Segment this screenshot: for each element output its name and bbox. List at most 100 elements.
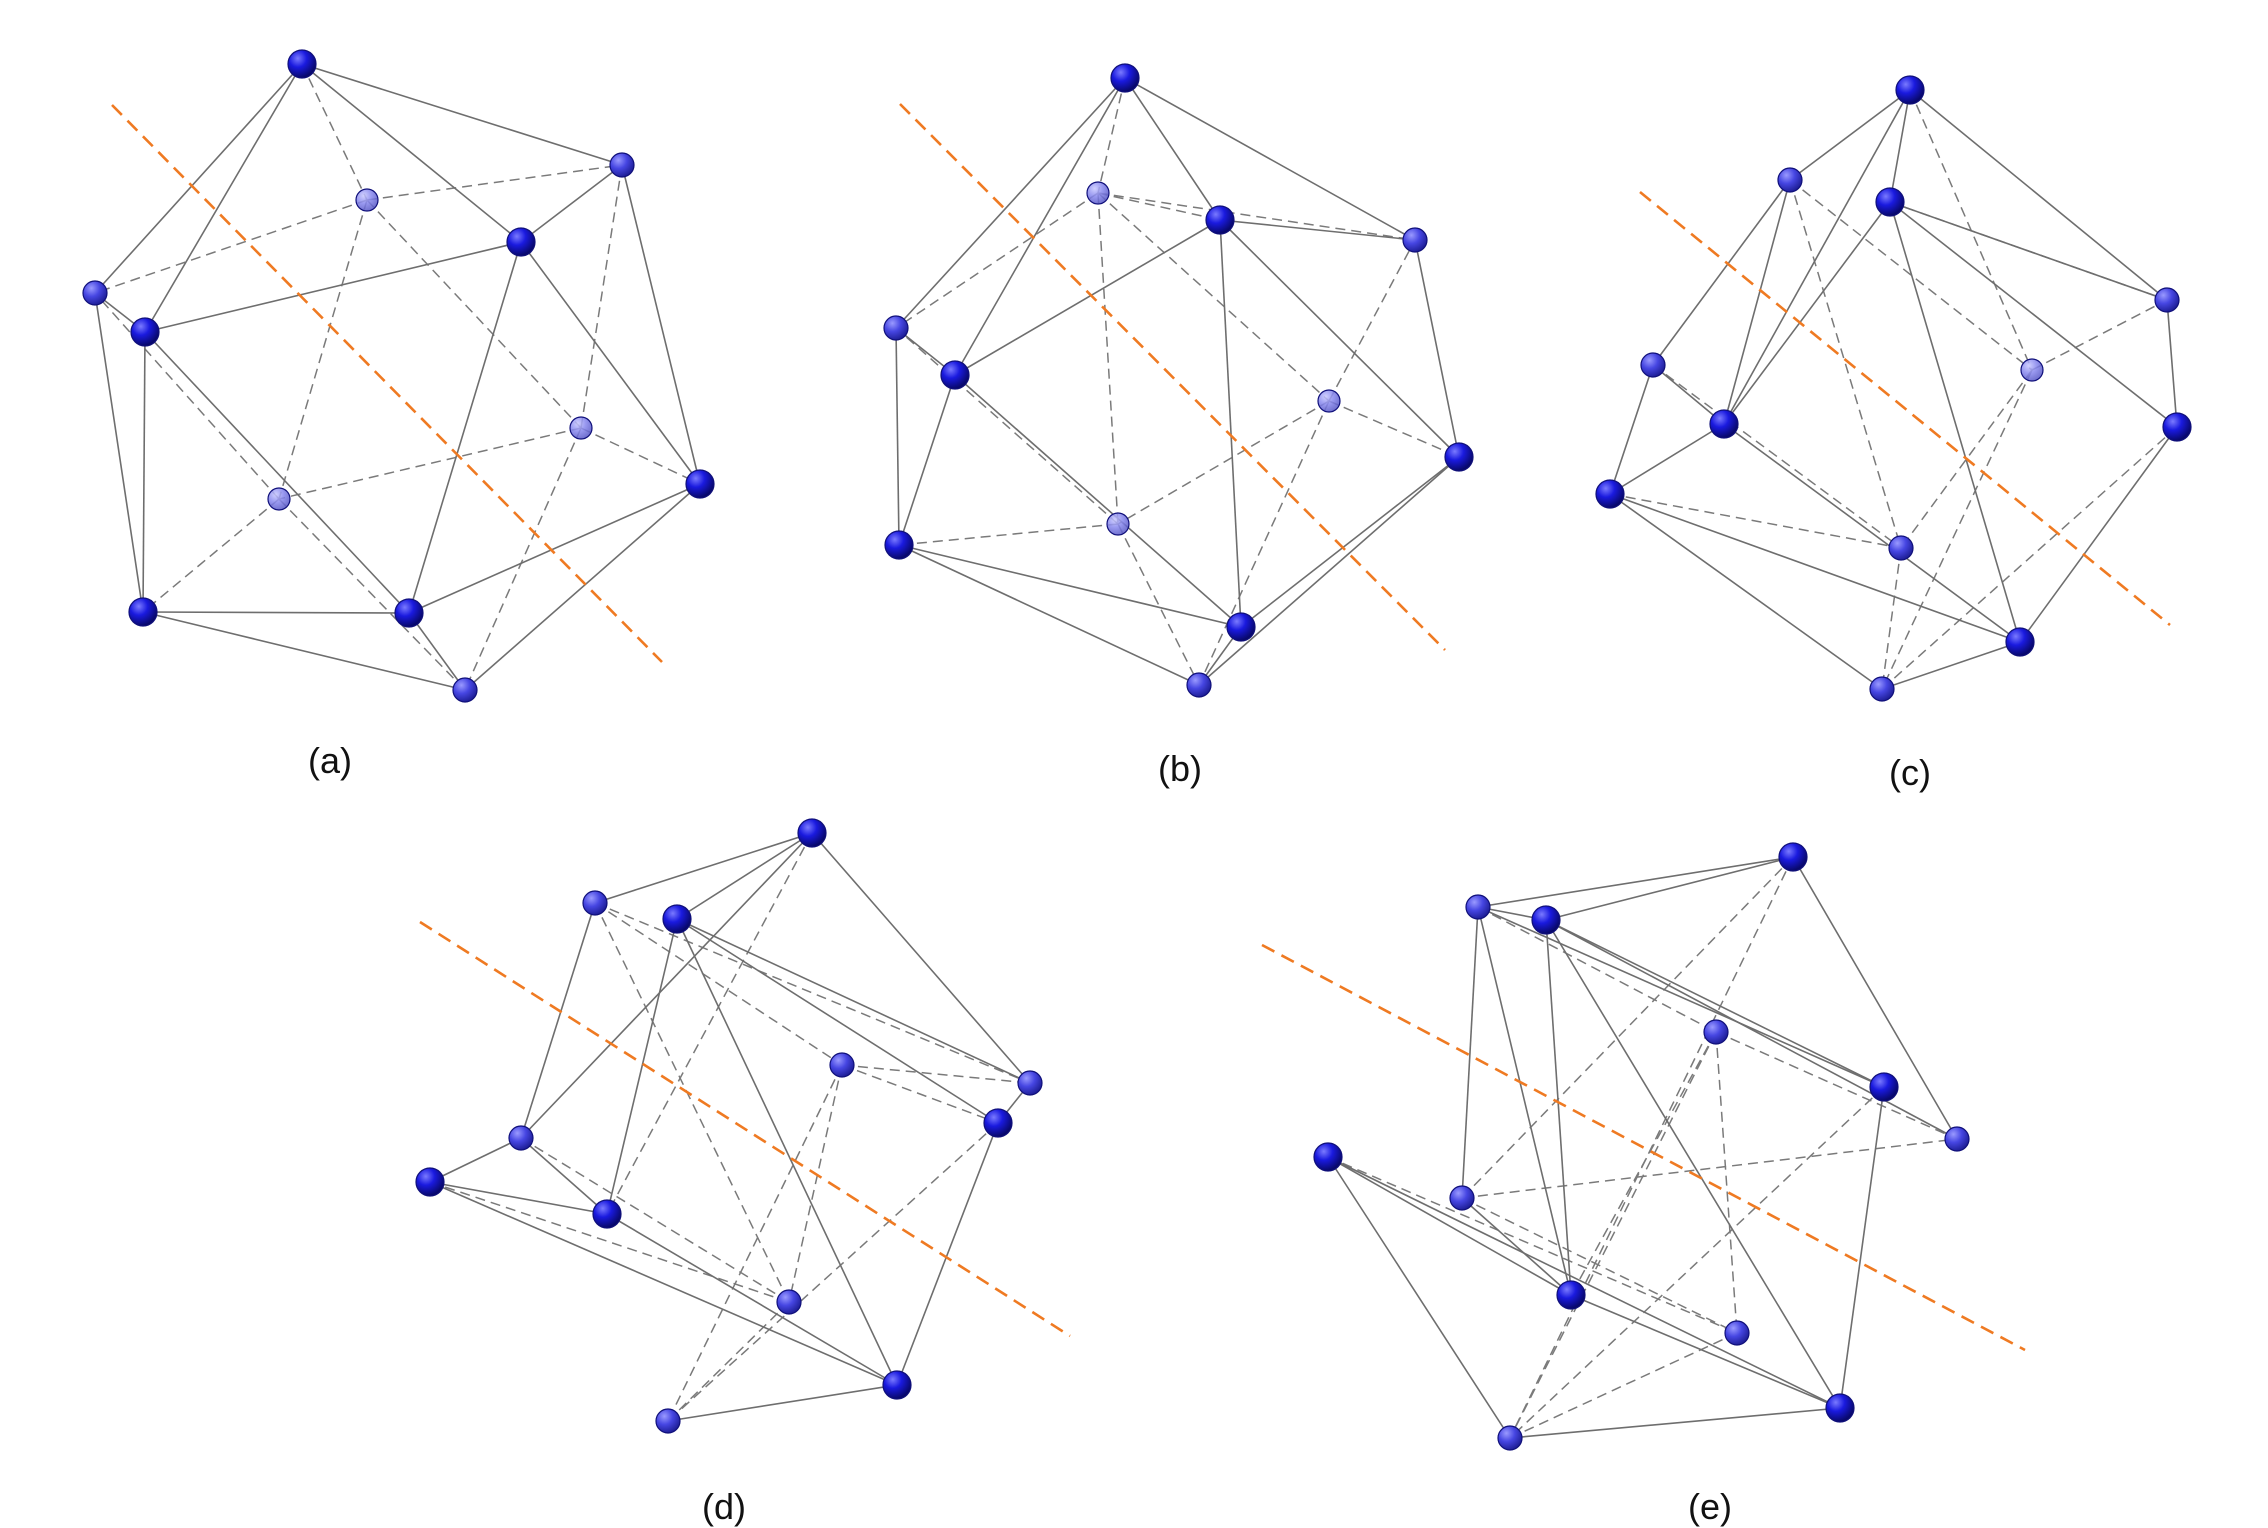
visible-edge (1889, 201, 2178, 428)
vertex-sphere (883, 315, 909, 341)
visible-edge (1219, 219, 1460, 458)
visible-edge (621, 164, 701, 485)
vertex-sphere (2162, 412, 2192, 442)
panel-label-a: (a) (308, 740, 352, 781)
visible-edge (1545, 919, 1572, 1296)
hidden-edge (594, 902, 843, 1066)
hidden-edge (895, 327, 1119, 525)
hidden-edge (1328, 400, 1460, 458)
hidden-edge (1509, 1086, 1885, 1439)
vertex-sphere (1703, 1019, 1729, 1045)
visible-edge (1240, 456, 1460, 628)
hidden-edge (594, 902, 1031, 1084)
hidden-edge (520, 1137, 790, 1303)
visible-edge (594, 832, 813, 904)
visible-edge (1723, 201, 1891, 425)
hidden-edge (1881, 369, 2033, 690)
visible-edge (1545, 856, 1794, 921)
visible-edge (1477, 906, 1885, 1088)
visible-edge (1124, 77, 1416, 241)
visible-edge (142, 331, 146, 613)
visible-edge (520, 241, 701, 485)
panel-label-d: (d) (702, 1486, 746, 1527)
vertex-sphere (569, 416, 593, 440)
visible-edge (954, 219, 1221, 376)
hidden-edge (301, 63, 368, 201)
visible-edge (1889, 201, 2021, 643)
hidden-edge (366, 199, 582, 429)
vertex-sphere (452, 677, 478, 703)
hidden-edge (841, 1064, 1031, 1084)
hidden-edge (580, 164, 623, 429)
vertex-sphere (609, 152, 635, 178)
visible-edge (1461, 1197, 1572, 1296)
vertex-sphere (1106, 512, 1130, 536)
vertex-sphere (394, 598, 424, 628)
visible-edge (520, 902, 596, 1139)
visible-edge (2166, 299, 2178, 428)
cut-plane-line (111, 104, 663, 663)
vertex-sphere (1205, 205, 1235, 235)
visible-edge (1723, 89, 1911, 425)
vertex-sphere (940, 360, 970, 390)
visible-edge (676, 832, 813, 920)
visible-edge (811, 832, 1031, 1084)
vertex-sphere (2020, 358, 2044, 382)
visible-edge (1609, 364, 1654, 495)
vertex-sphere (1402, 227, 1428, 253)
hidden-edge (94, 199, 368, 294)
hidden-edge (1881, 426, 2178, 690)
vertex-sphere (1709, 409, 1739, 439)
vertex-sphere (797, 818, 827, 848)
vertex-sphere (1778, 842, 1808, 872)
hidden-edge (580, 427, 701, 485)
vertex-sphere (1444, 442, 1474, 472)
visible-edge (429, 1181, 608, 1215)
hidden-edge (94, 292, 280, 500)
vertex-sphere (128, 597, 158, 627)
visible-edge (1461, 906, 1479, 1199)
visible-edge (1545, 919, 1841, 1409)
hidden-edge (142, 498, 280, 613)
vertex-sphere (1086, 181, 1110, 205)
vertex-sphere (415, 1167, 445, 1197)
visible-edge (1609, 423, 1725, 495)
vertex-sphere (882, 1370, 912, 1400)
hidden-edge (1715, 1031, 1738, 1334)
visible-edge (464, 483, 701, 691)
visible-edge (142, 611, 410, 614)
visible-edge (1219, 219, 1242, 628)
vertex-sphere (884, 530, 914, 560)
visible-edge (1570, 1294, 1841, 1409)
vertex-sphere (82, 280, 108, 306)
vertex-sphere (1317, 389, 1341, 413)
visible-edge (2019, 426, 2178, 643)
cut-plane-line (1639, 190, 2171, 627)
panel-d-icosahedron (415, 818, 1071, 1434)
visible-edge (520, 164, 623, 243)
panel-c-icosahedron (1595, 75, 2192, 702)
vertex-sphere (2005, 627, 2035, 657)
vertex-sphere (287, 49, 317, 79)
panel-b-icosahedron (883, 63, 1474, 698)
vertex-sphere (130, 317, 160, 347)
visible-edge (1124, 77, 1221, 221)
panel-a-icosahedron (82, 49, 715, 703)
hidden-edge (278, 427, 582, 500)
visible-edge (898, 544, 1242, 628)
vertex-sphere (1595, 479, 1625, 509)
hidden-edge (366, 164, 623, 201)
hidden-edge (1461, 1138, 1958, 1199)
visible-edge (429, 1137, 522, 1183)
visible-edge (408, 612, 466, 691)
hidden-edge (1097, 192, 1330, 402)
hidden-edge (1198, 400, 1330, 686)
hidden-edge (1461, 856, 1794, 1199)
visible-edge (94, 292, 144, 613)
visible-edge (1839, 1086, 1885, 1409)
vertex-sphere (1640, 352, 1666, 378)
visible-edge (1198, 456, 1460, 686)
hidden-edge (1327, 1156, 1738, 1334)
hidden-edge (278, 199, 368, 500)
